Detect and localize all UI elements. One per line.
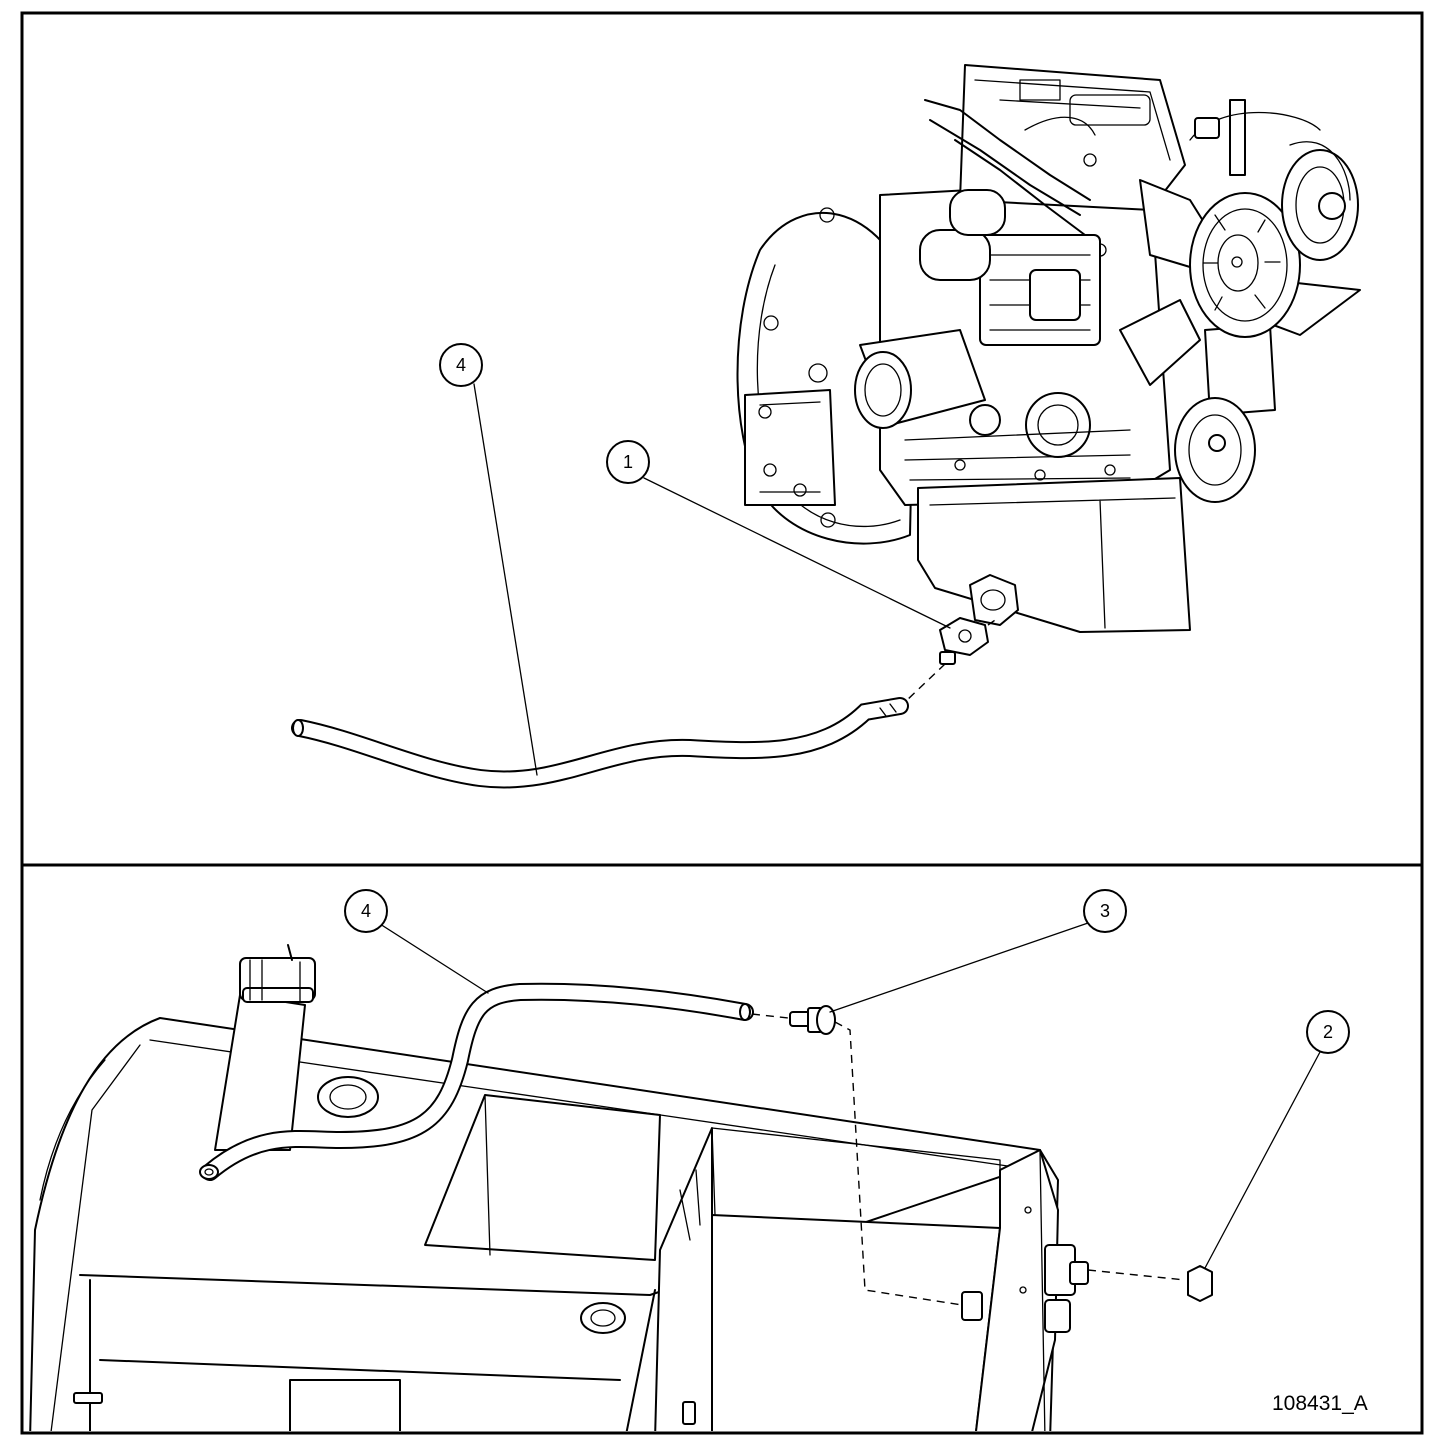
callout-4-bottom: 4: [344, 889, 489, 994]
callout-4-bottom-label: 4: [361, 901, 371, 921]
callout-1: 1: [606, 440, 951, 629]
cap-nut: [1087, 1265, 1213, 1302]
tank-vent-fitting: [751, 1005, 963, 1306]
figure-reference-id: 108431_A: [1272, 1392, 1368, 1415]
fuel-tank-illustration: [29, 944, 1089, 1431]
drain-hose-top: [291, 697, 909, 789]
callout-2-label: 2: [1323, 1022, 1333, 1042]
bottom-panel-frame: [20, 863, 1424, 1435]
callout-3-label: 3: [1100, 901, 1110, 921]
engine-illustration: [736, 64, 1361, 633]
drain-fitting: [904, 617, 999, 703]
callout-2: 2: [1204, 1010, 1350, 1269]
vent-hose-bottom: [199, 982, 754, 1181]
callout-1-label: 1: [623, 452, 633, 472]
callout-4-top: 4: [439, 343, 538, 776]
callout-4-top-label: 4: [456, 355, 466, 375]
callout-3: 3: [829, 889, 1127, 1013]
